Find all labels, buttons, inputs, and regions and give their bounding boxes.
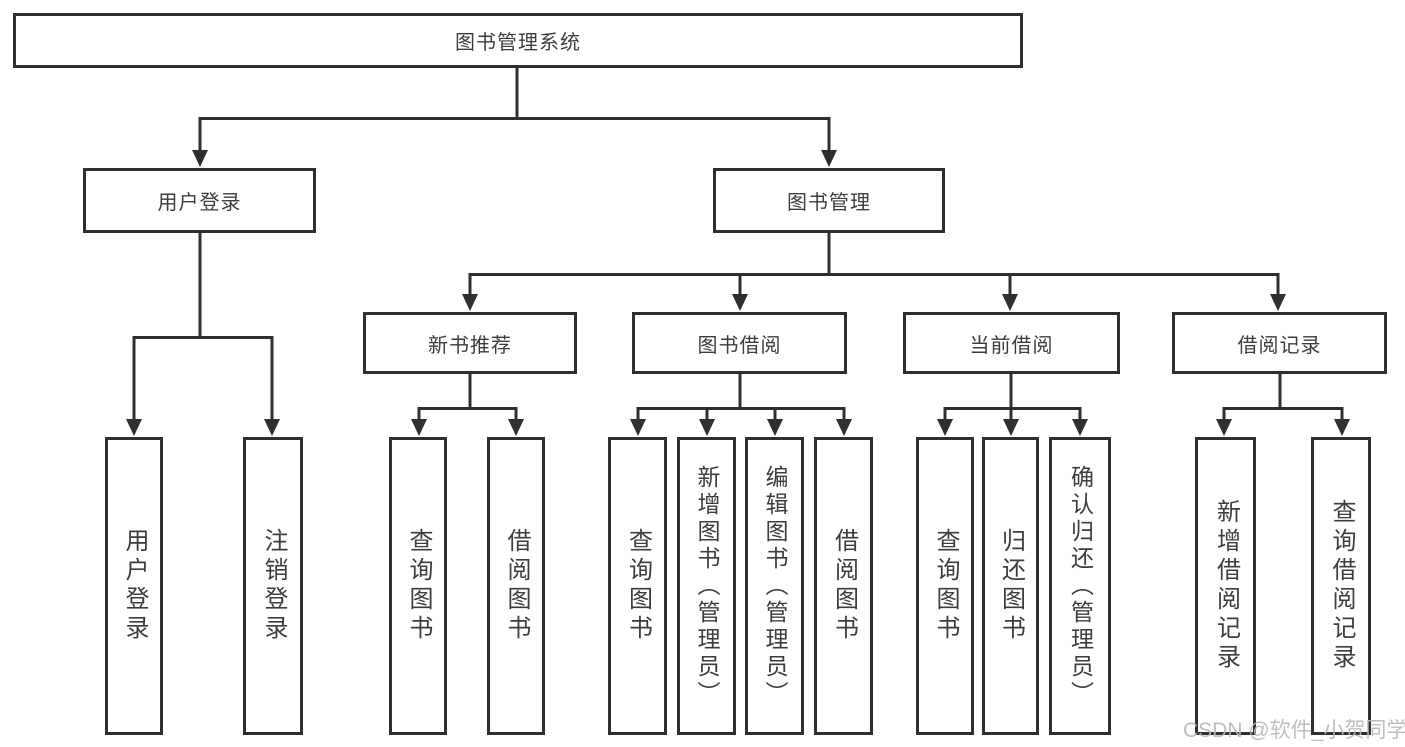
leaf-borrow-borrow-book-label: 借阅图书 xyxy=(830,528,858,644)
node-new-book-recommendation-label: 新书推荐 xyxy=(428,334,512,357)
arrowhead xyxy=(1002,294,1018,311)
arrowhead xyxy=(767,419,783,436)
arrowhead xyxy=(1334,419,1350,436)
connector-root-to-level2 xyxy=(198,68,831,151)
connector-newbookrec-to-leaves xyxy=(417,374,518,420)
arrowhead xyxy=(630,419,646,436)
arrowhead xyxy=(508,419,524,436)
leaf-edit-book-admin-label: 编辑图书（管理员） xyxy=(762,464,788,708)
leaf-rec-borrow-book-label: 借阅图书 xyxy=(503,528,530,644)
leaf-return-book: 归还图书 xyxy=(982,437,1039,735)
leaf-edit-book-admin: 编辑图书（管理员） xyxy=(745,437,804,735)
leaf-user-login: 用户登录 xyxy=(105,437,163,735)
arrowhead xyxy=(1072,419,1088,436)
arrowhead xyxy=(821,150,837,167)
leaf-rec-query-book: 查询图书 xyxy=(389,437,447,735)
node-current-borrowing-label: 当前借阅 xyxy=(969,334,1054,357)
leaf-add-book-admin: 新增图书（管理员） xyxy=(677,437,736,735)
node-book-management: 图书管理 xyxy=(713,168,945,233)
leaf-user-login-label: 用户登录 xyxy=(121,528,148,644)
node-root-label: 图书管理系统 xyxy=(455,32,581,54)
connector-bookmgmt-to-level3 xyxy=(468,233,1280,295)
leaf-current-query-book-label: 查询图书 xyxy=(932,528,959,644)
leaf-query-borrow-record: 查询借阅记录 xyxy=(1311,437,1371,735)
arrowhead xyxy=(732,294,748,311)
connector-borrowrecords-to-leaves xyxy=(1222,374,1344,420)
arrowhead xyxy=(937,419,953,436)
arrowhead xyxy=(411,419,427,436)
node-book-management-label: 图书管理 xyxy=(787,192,871,214)
arrowhead xyxy=(192,150,208,167)
arrowhead xyxy=(462,294,478,311)
node-borrowing-records: 借阅记录 xyxy=(1172,312,1387,374)
leaf-borrow-query-book-label: 查询图书 xyxy=(624,528,652,644)
node-user-login-label: 用户登录 xyxy=(157,192,242,214)
node-book-borrowing-label: 图书借阅 xyxy=(697,334,782,357)
leaf-query-borrow-record-label: 查询借阅记录 xyxy=(1328,499,1355,673)
leaf-rec-query-book-label: 查询图书 xyxy=(405,528,432,644)
leaf-borrow-borrow-book: 借阅图书 xyxy=(814,437,873,735)
leaf-return-book-label: 归还图书 xyxy=(997,528,1025,644)
node-user-login: 用户登录 xyxy=(83,168,316,233)
leaf-add-borrow-record-label: 新增借阅记录 xyxy=(1212,499,1240,673)
leaf-rec-borrow-book: 借阅图书 xyxy=(487,437,545,735)
arrowhead xyxy=(1216,419,1232,436)
arrowhead xyxy=(699,419,715,436)
node-book-borrowing: 图书借阅 xyxy=(632,312,847,374)
node-root: 图书管理系统 xyxy=(13,13,1023,68)
arrowhead xyxy=(836,419,852,436)
arrowheads xyxy=(126,150,1350,436)
node-borrowing-records-label: 借阅记录 xyxy=(1237,334,1322,357)
csdn-watermark: CSDN @软件_小贺同学 xyxy=(1183,719,1405,742)
node-new-book-recommendation: 新书推荐 xyxy=(363,312,577,374)
leaf-logout-label: 注销登录 xyxy=(260,528,287,644)
connector-bookborrow-to-leaves xyxy=(636,374,846,420)
arrowhead xyxy=(126,419,142,436)
node-current-borrowing: 当前借阅 xyxy=(903,312,1120,374)
arrowhead xyxy=(1270,294,1286,311)
arrowhead xyxy=(264,419,280,436)
arrowhead xyxy=(1003,419,1019,436)
leaf-confirm-return-admin: 确认归还（管理员） xyxy=(1049,437,1111,735)
leaf-add-book-admin-label: 新增图书（管理员） xyxy=(694,464,720,708)
leaf-borrow-query-book: 查询图书 xyxy=(608,437,667,735)
connector-userlogin-to-leaves xyxy=(132,233,274,420)
leaf-add-borrow-record: 新增借阅记录 xyxy=(1195,437,1256,735)
leaf-current-query-book: 查询图书 xyxy=(916,437,974,735)
leaf-confirm-return-admin-label: 确认归还（管理员） xyxy=(1067,464,1094,708)
connector-currentborrow-to-leaves xyxy=(943,374,1082,420)
leaf-logout: 注销登录 xyxy=(243,437,303,735)
